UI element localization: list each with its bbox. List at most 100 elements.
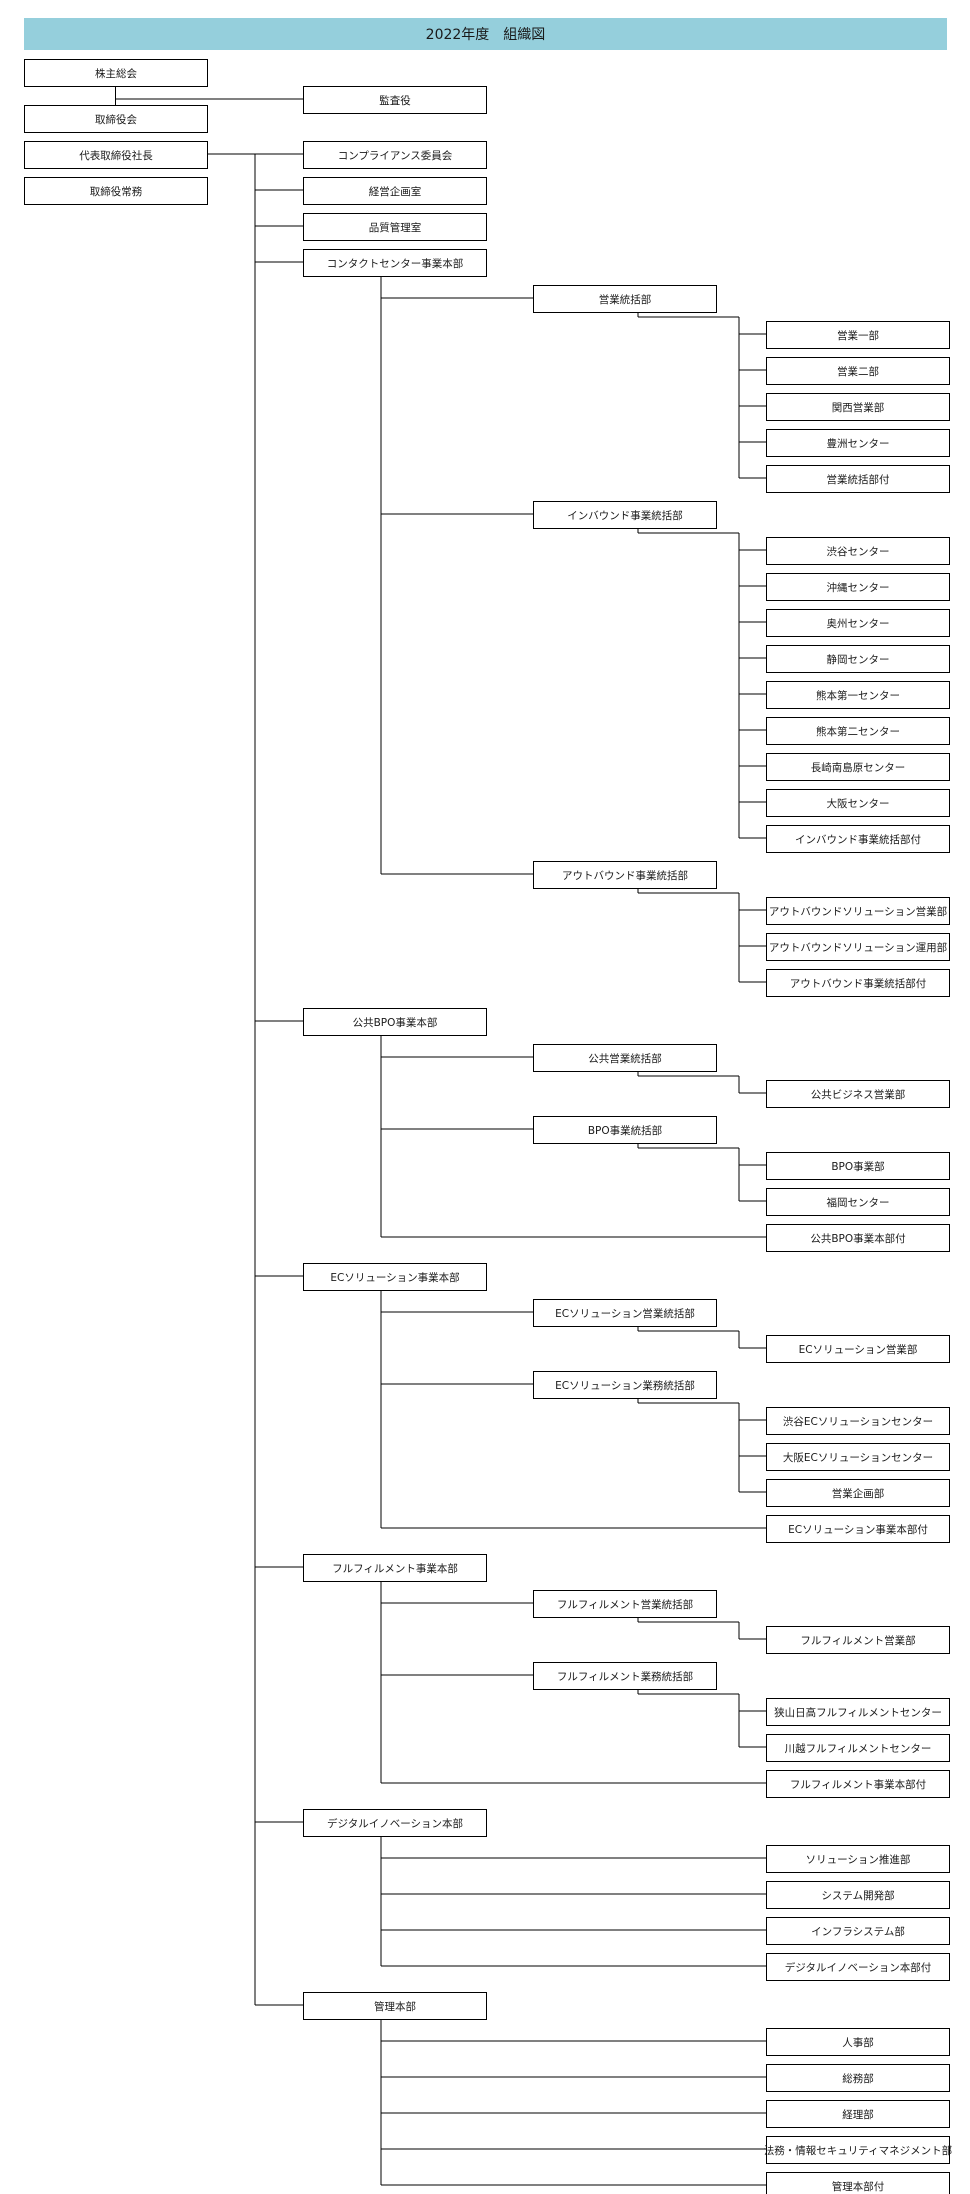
node-label: アウトバウンドソリューション運用部: [769, 941, 947, 954]
node-box: [533, 1299, 717, 1327]
node-box: [766, 825, 950, 853]
node-unit: 川越フルフィルメントセンター: [766, 1734, 950, 1762]
node-label: 代表取締役社長: [79, 149, 153, 162]
node-label: システム開発部: [821, 1889, 894, 1902]
node-dept: 管理本部: [303, 1992, 487, 2020]
node-box: [533, 501, 717, 529]
node-dept: デジタルイノベーション本部: [303, 1809, 487, 1837]
node-box: [533, 861, 717, 889]
node-box: [766, 1515, 950, 1543]
node-label: 狭山日高フルフィルメントセンター: [774, 1706, 942, 1719]
node-box: [766, 645, 950, 673]
node-label: フルフィルメント営業部: [800, 1634, 915, 1647]
node-label: ECソリューション業務統括部: [555, 1379, 695, 1392]
node-division: 公共営業統括部: [533, 1044, 717, 1072]
node-label: 川越フルフィルメントセンター: [785, 1742, 932, 1755]
node-box: [766, 1626, 950, 1654]
node-dept: コンタクトセンター事業本部: [303, 249, 487, 277]
node-box: [766, 1953, 950, 1981]
node-managing-director: 取締役常務: [24, 177, 208, 205]
node-unit: 熊本第二センター: [766, 717, 950, 745]
node-box: [766, 1224, 950, 1252]
node-box: [303, 1008, 487, 1036]
node-label: 経営企画室: [369, 185, 422, 198]
node-label: 総務部: [842, 2072, 874, 2085]
node-division: ECソリューション業務統括部: [533, 1371, 717, 1399]
node-box: [533, 1044, 717, 1072]
node-label: 営業統括部付: [827, 473, 890, 486]
node-label: ECソリューション営業部: [799, 1343, 918, 1356]
node-label: 人事部: [842, 2036, 874, 2049]
node-label: 福岡センター: [827, 1196, 890, 1209]
node-box: [766, 1479, 950, 1507]
node-unit: アウトバウンド事業統括部付: [766, 969, 950, 997]
node-unit: BPO事業部: [766, 1152, 950, 1180]
node-box: [533, 1590, 717, 1618]
node-label: 品質管理室: [369, 221, 422, 234]
node-ceo: 代表取締役社長: [24, 141, 208, 169]
node-unit: システム開発部: [766, 1881, 950, 1909]
node-unit: 関西営業部: [766, 393, 950, 421]
node-box: [303, 1992, 487, 2020]
node-box: [766, 1335, 950, 1363]
node-box: [766, 717, 950, 745]
node-box: [766, 573, 950, 601]
node-unit: 大阪センター: [766, 789, 950, 817]
node-unit: フルフィルメント営業部: [766, 1626, 950, 1654]
node-auditor: 監査役: [303, 86, 487, 114]
node-division: ECソリューション営業統括部: [533, 1299, 717, 1327]
node-box: [24, 141, 208, 169]
node-unit: フルフィルメント事業本部付: [766, 1770, 950, 1798]
node-box: [766, 2136, 950, 2164]
node-unit: 営業企画部: [766, 1479, 950, 1507]
node-label: インバウンド事業統括部: [567, 509, 683, 522]
node-box: [303, 141, 487, 169]
node-label: 営業一部: [837, 329, 879, 342]
node-label: 公共ビジネス営業部: [811, 1088, 906, 1101]
node-label: 熊本第一センター: [816, 689, 900, 702]
node-label: 株主総会: [95, 67, 137, 80]
node-label: BPO事業統括部: [588, 1124, 662, 1137]
node-label: デジタルイノベーション本部付: [785, 1961, 932, 1974]
node-label: アウトバウンド事業統括部付: [790, 977, 927, 990]
node-division: インバウンド事業統括部: [533, 501, 717, 529]
node-box: [303, 1809, 487, 1837]
node-label: ECソリューション営業統括部: [555, 1307, 695, 1320]
node-label: 渋谷ECソリューションセンター: [783, 1415, 933, 1428]
node-unit: 大阪ECソリューションセンター: [766, 1443, 950, 1471]
node-unit: ECソリューション営業部: [766, 1335, 950, 1363]
node-box: [766, 789, 950, 817]
node-box: [766, 1881, 950, 1909]
node-box: [533, 1662, 717, 1690]
node-label: 公共BPO事業本部付: [810, 1232, 905, 1245]
node-label: 豊洲センター: [827, 437, 890, 450]
node-label: BPO事業部: [831, 1160, 884, 1173]
node-box: [766, 357, 950, 385]
node-box: [766, 1845, 950, 1873]
node-label: 営業二部: [837, 365, 879, 378]
node-dept: 公共BPO事業本部: [303, 1008, 487, 1036]
node-box: [766, 537, 950, 565]
node-dept: 品質管理室: [303, 213, 487, 241]
node-unit: 狭山日高フルフィルメントセンター: [766, 1698, 950, 1726]
node-box: [766, 753, 950, 781]
node-unit: 人事部: [766, 2028, 950, 2056]
node-label: フルフィルメント業務統括部: [557, 1670, 693, 1683]
node-label: 営業統括部: [599, 293, 652, 306]
node-label: コンプライアンス委員会: [338, 149, 453, 162]
node-unit: 営業一部: [766, 321, 950, 349]
node-board: 取締役会: [24, 105, 208, 133]
node-box: [766, 1698, 950, 1726]
node-unit: 法務・情報セキュリティマネジメント部: [764, 2136, 952, 2164]
node-label: 関西営業部: [832, 401, 885, 414]
node-dept: コンプライアンス委員会: [303, 141, 487, 169]
node-division: フルフィルメント業務統括部: [533, 1662, 717, 1690]
node-box: [303, 213, 487, 241]
node-label: ECソリューション事業本部付: [788, 1523, 928, 1536]
node-label: 管理本部付: [832, 2180, 885, 2193]
node-box: [766, 2064, 950, 2092]
node-label: ECソリューション事業本部: [330, 1271, 459, 1284]
node-label: 監査役: [379, 94, 411, 107]
node-division: 営業統括部: [533, 285, 717, 313]
